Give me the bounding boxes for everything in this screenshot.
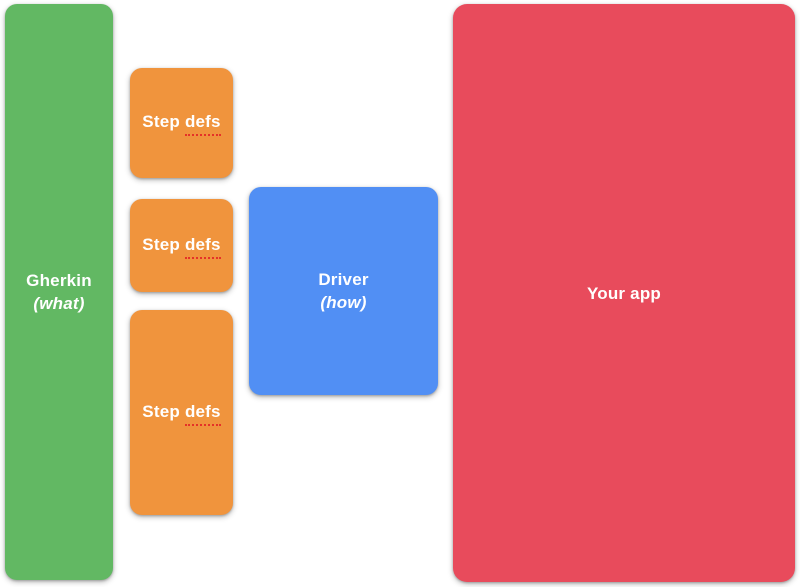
step-defs-box-2: Step defs [130,199,233,292]
driver-subtitle: (how) [320,293,367,312]
step-defs-word-step: Step [142,112,180,131]
step-defs-word-step: Step [142,234,180,254]
step-defs-box-3: Step defs [130,310,233,515]
your-app-title: Your app [586,283,661,303]
your-app-label: Your app [587,282,661,305]
step-defs-label: Step defs [142,233,221,259]
gherkin-box: Gherkin (what) [5,4,113,580]
step-defs-label: Step defs [142,110,221,136]
driver-label: Driver (how) [318,268,368,314]
your-app-box: Your app [453,4,795,582]
step-defs-box-1: Step defs [130,68,233,178]
gherkin-title: Gherkin [26,271,92,290]
gherkin-subtitle: (what) [33,294,85,313]
step-defs-word-defs: defs [184,110,221,136]
step-defs-word-defs: defs [184,400,221,426]
step-defs-word-defs: defs [184,233,221,259]
step-defs-word-step: Step [142,401,180,421]
driver-title: Driver [318,270,369,289]
driver-box: Driver (how) [249,187,438,395]
gherkin-label: Gherkin (what) [26,269,92,315]
step-defs-label: Step defs [142,400,221,426]
